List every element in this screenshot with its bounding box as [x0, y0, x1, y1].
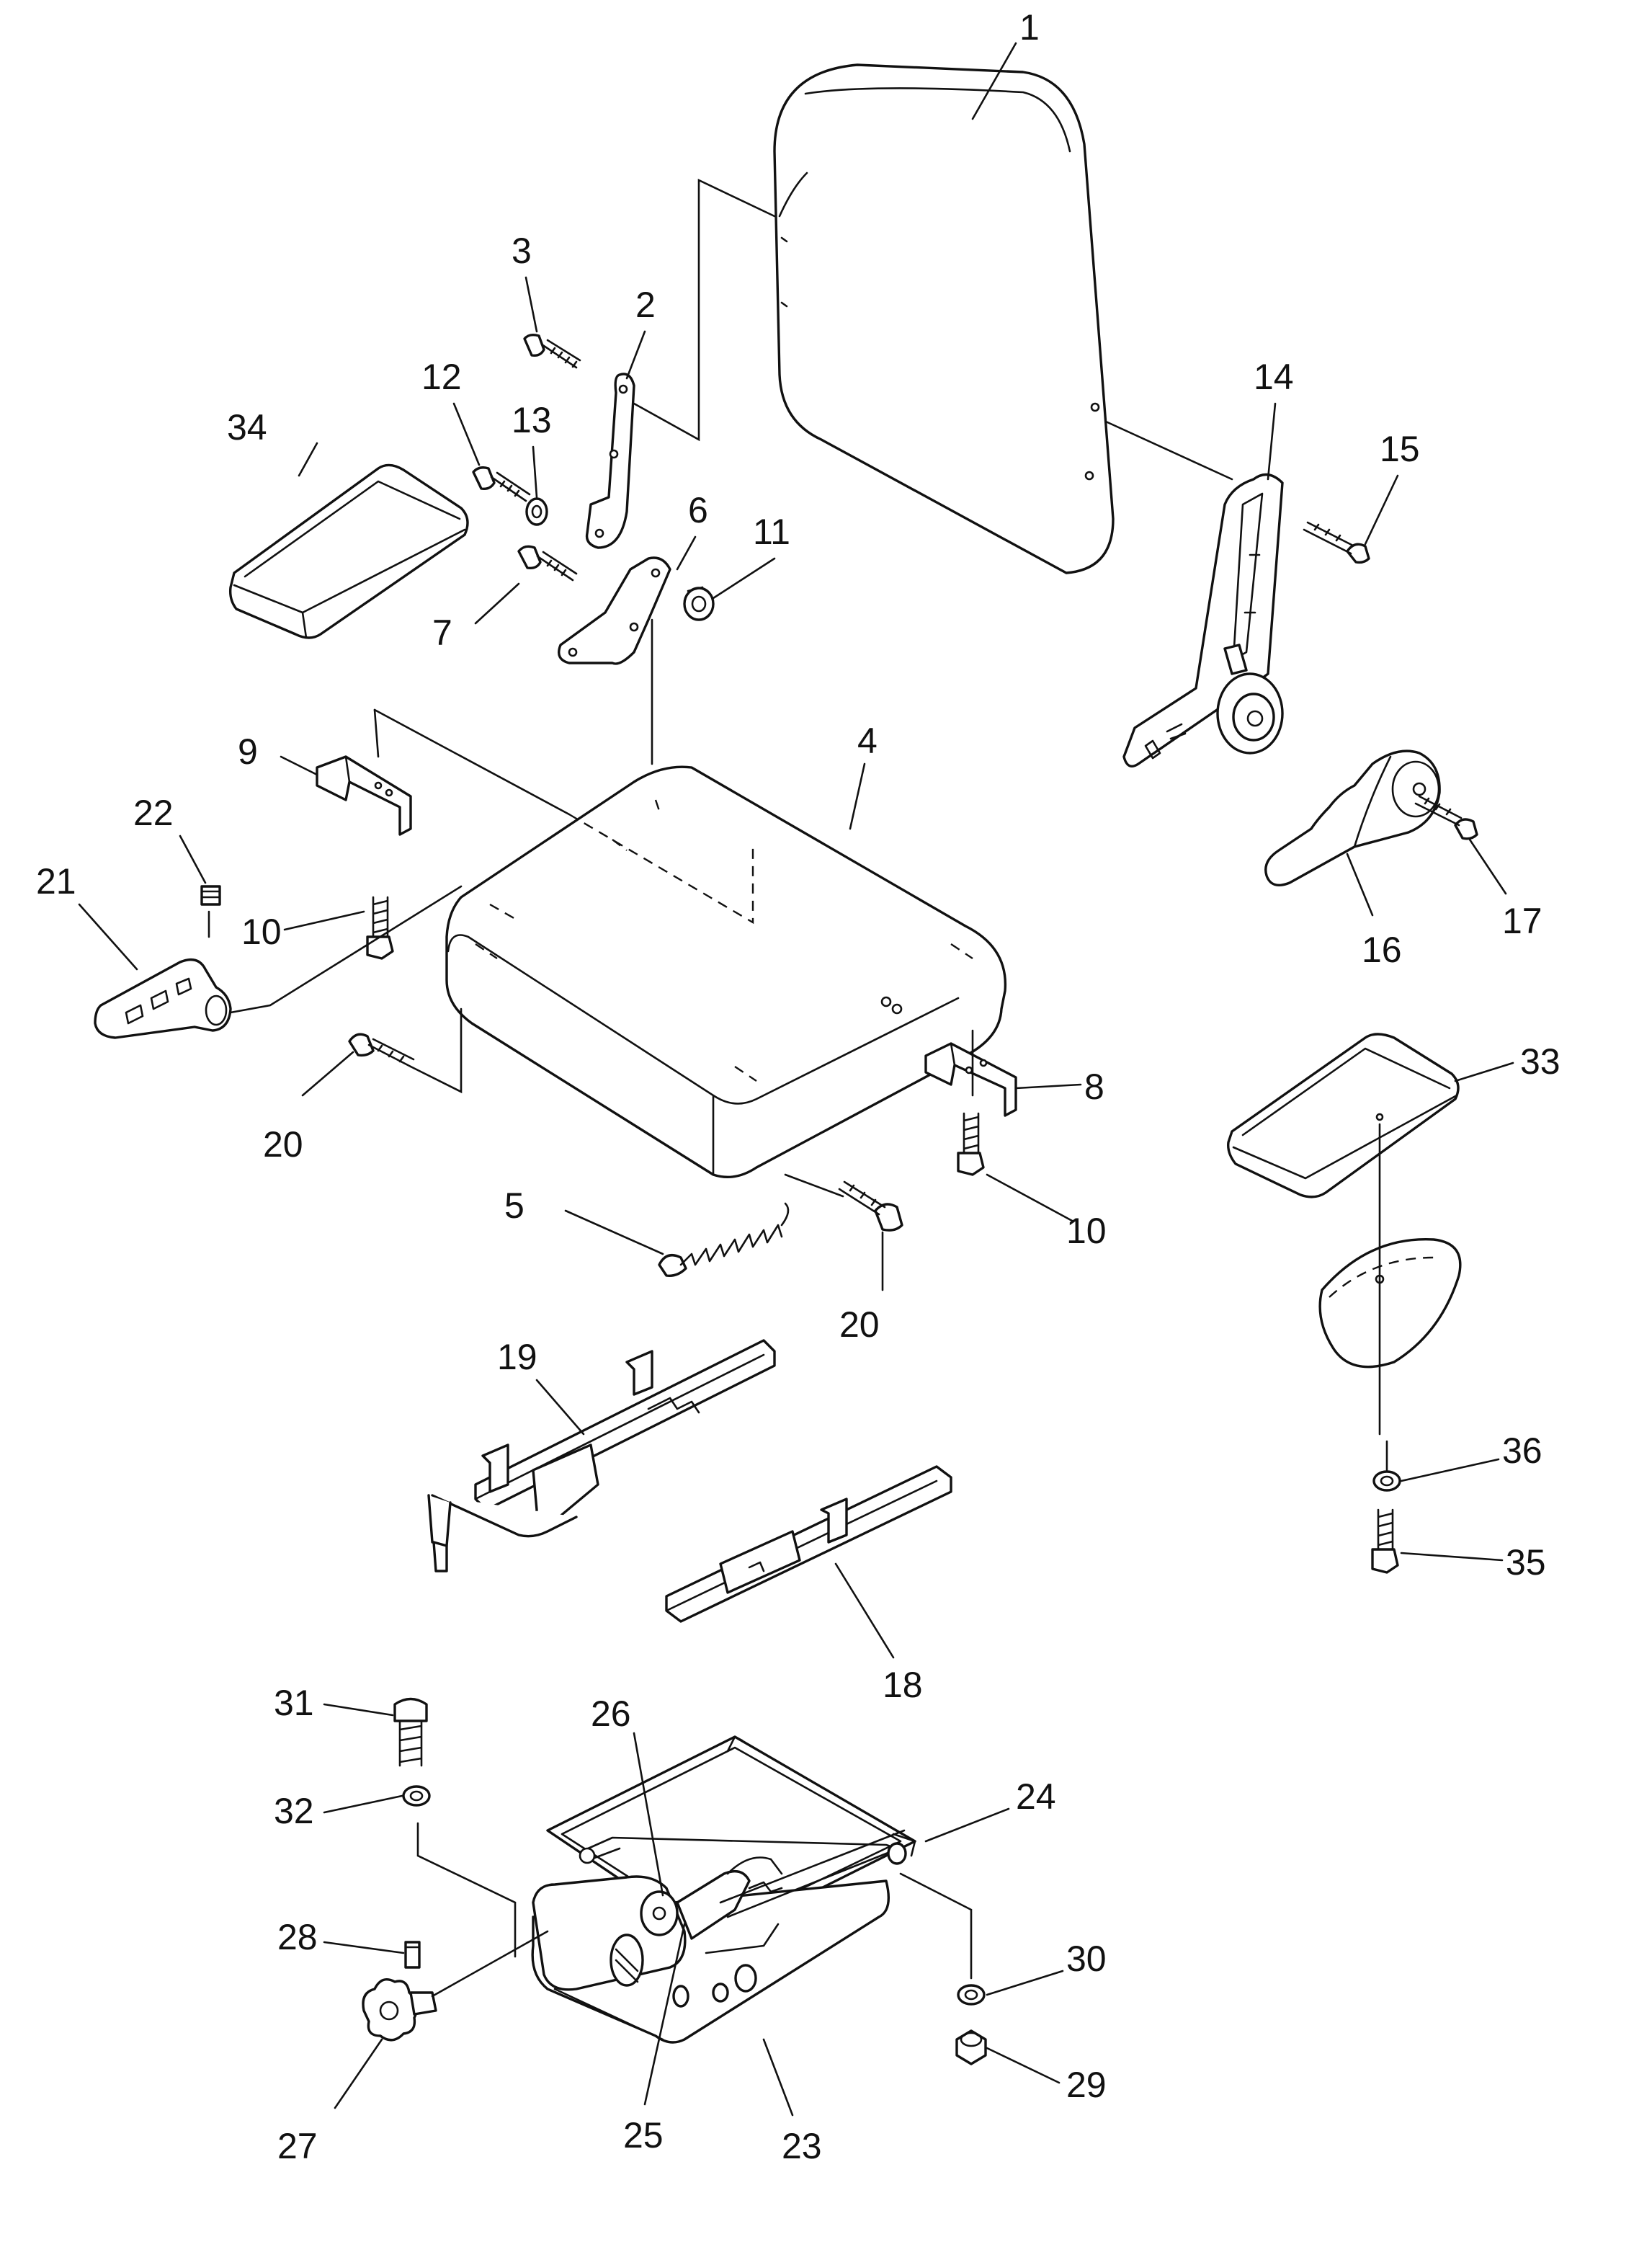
part-26-pivot-arm[interactable] — [640, 1856, 783, 1940]
part-16-recline-lever[interactable] — [1264, 749, 1441, 886]
part-15-bolt[interactable] — [1303, 521, 1370, 564]
part-18-slide-rail[interactable] — [665, 1465, 952, 1623]
part-5-spring[interactable] — [658, 1202, 790, 1277]
callout-leaders — [78, 42, 1514, 2117]
part-11-nut[interactable] — [683, 586, 715, 621]
callout-7: 7 — [432, 613, 452, 653]
suspension-rods — [579, 1829, 909, 2008]
callout-4: 4 — [857, 721, 878, 761]
callout-12: 12 — [421, 357, 462, 397]
callout-33: 33 — [1520, 1041, 1561, 1082]
callout-36: 36 — [1502, 1430, 1542, 1471]
part-9-bracket[interactable] — [316, 755, 412, 836]
callout-11: 11 — [753, 512, 790, 552]
callout-27: 27 — [277, 2126, 318, 2166]
callout-35: 35 — [1506, 1542, 1546, 1583]
part-36-washer[interactable] — [1372, 1470, 1401, 1492]
callout-28: 28 — [277, 1917, 318, 1957]
part-31-bolt[interactable] — [393, 1697, 428, 1767]
part-8-bracket[interactable] — [924, 1042, 1017, 1117]
callout-23: 23 — [782, 2126, 822, 2166]
callout-16: 16 — [1362, 930, 1402, 970]
callout-8: 8 — [1084, 1067, 1104, 1107]
callout-13: 13 — [512, 400, 552, 440]
part-2-bracket[interactable] — [585, 373, 635, 549]
part-13-washer[interactable] — [525, 497, 548, 526]
part-30-washer[interactable] — [957, 1984, 986, 2006]
part-34-armrest-left[interactable] — [228, 463, 469, 639]
callout-2: 2 — [635, 285, 656, 325]
callout-20b: 20 — [839, 1304, 880, 1345]
part-7-bolt[interactable] — [517, 545, 578, 582]
part-4-seat-cushion[interactable] — [445, 765, 1007, 1179]
callout-21: 21 — [36, 861, 76, 902]
part-6-bracket-plate[interactable] — [558, 556, 671, 665]
part-20-bolt-center[interactable] — [838, 1180, 903, 1232]
callout-24: 24 — [1016, 1776, 1056, 1817]
callout-29: 29 — [1066, 2065, 1107, 2105]
callout-26: 26 — [591, 1694, 631, 1734]
callout-labels: 1 2 3 4 5 6 7 8 9 10 10 11 12 13 14 15 1… — [36, 7, 1561, 2166]
part-22-set-screw[interactable] — [200, 885, 221, 906]
part-10-bolt-left[interactable] — [366, 896, 394, 960]
part-1-backrest[interactable] — [773, 63, 1115, 574]
callout-1: 1 — [1019, 7, 1040, 48]
part-19-slide-rail-lever[interactable] — [427, 1339, 776, 1572]
callout-6: 6 — [688, 490, 708, 530]
callout-5: 5 — [504, 1185, 524, 1226]
part-10-bolt-right[interactable] — [957, 1112, 985, 1176]
callout-19: 19 — [497, 1337, 537, 1377]
assembly-lines — [207, 178, 1388, 1998]
part-29-nut[interactable] — [955, 2029, 987, 2065]
callout-25: 25 — [623, 2115, 664, 2155]
callout-14: 14 — [1254, 357, 1294, 397]
callout-32: 32 — [274, 1791, 314, 1831]
part-3-bolt[interactable] — [523, 333, 581, 369]
part-32-washer[interactable] — [402, 1785, 431, 1807]
callout-30: 30 — [1066, 1939, 1107, 1979]
callout-10a: 10 — [241, 912, 282, 952]
callout-18: 18 — [883, 1665, 923, 1705]
part-35-bolt[interactable] — [1371, 1508, 1399, 1574]
callout-9: 9 — [238, 731, 258, 772]
callout-20a: 20 — [263, 1124, 303, 1165]
part-21-handle[interactable] — [94, 958, 232, 1039]
callout-15: 15 — [1380, 429, 1420, 469]
part-28-pin[interactable] — [404, 1941, 421, 1969]
callout-10b: 10 — [1066, 1211, 1107, 1251]
callout-31: 31 — [274, 1683, 314, 1723]
part-12-bolt[interactable] — [472, 466, 531, 502]
armrest-mounting-plate — [1318, 1237, 1462, 1369]
part-27-adjust-knob[interactable] — [362, 1978, 437, 2042]
callout-34: 34 — [227, 407, 267, 448]
part-20-bolt-left[interactable] — [348, 1033, 415, 1068]
part-33-armrest-right[interactable] — [1227, 1033, 1460, 1198]
callout-3: 3 — [512, 231, 532, 271]
part-14-recline-bracket[interactable] — [1122, 473, 1284, 767]
callout-22: 22 — [133, 793, 174, 833]
callout-17: 17 — [1502, 901, 1542, 941]
part-17-bolt[interactable] — [1414, 795, 1478, 840]
